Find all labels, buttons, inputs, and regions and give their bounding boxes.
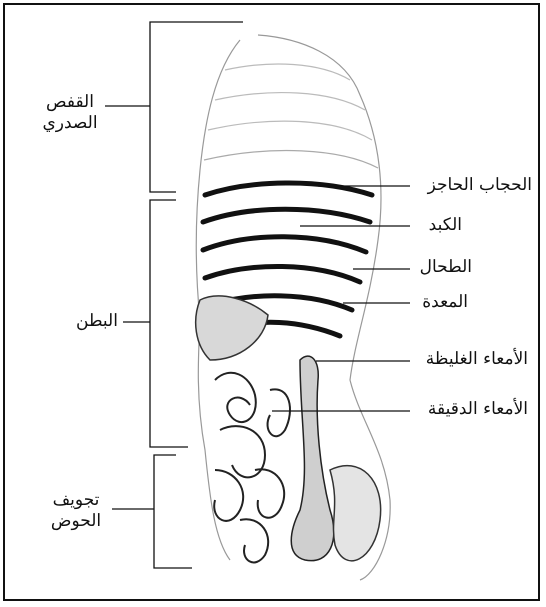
label-stomach: المعدة xyxy=(398,292,468,313)
label-thoracic-cage-line1: القفص xyxy=(30,92,110,113)
label-pelvic-cavity-line1: تجويف xyxy=(36,490,116,511)
bracket-thoracic-cage xyxy=(150,22,243,192)
label-thoracic-cage-line2: الصدري xyxy=(30,113,110,134)
label-large-intestine: الأمعاء الغليظة xyxy=(398,349,528,370)
label-diaphragm: الحجاب الحاجز xyxy=(412,175,532,196)
bracket-pelvic-cavity xyxy=(154,455,192,568)
left-brackets xyxy=(105,22,243,568)
label-pelvic-cavity: تجويف الحوض xyxy=(36,490,116,533)
label-abdomen: البطن xyxy=(72,311,122,332)
label-liver: الكبد xyxy=(402,215,462,236)
label-small-intestine: الأمعاء الدقيقة xyxy=(398,399,528,420)
label-pelvic-cavity-line2: الحوض xyxy=(36,511,116,532)
bracket-abdomen xyxy=(150,200,188,447)
label-spleen: الطحال xyxy=(402,257,472,278)
organs xyxy=(196,296,381,562)
label-thoracic-cage: القفص الصدري xyxy=(30,92,110,135)
